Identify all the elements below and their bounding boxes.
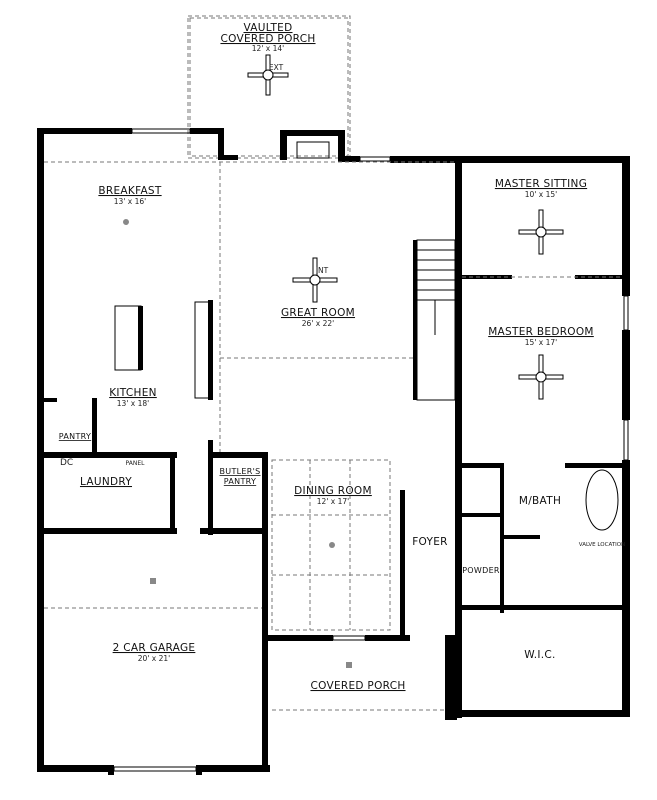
panel-note: PANEL xyxy=(126,460,146,467)
room-label: PANTRY xyxy=(59,432,91,441)
kitchen-island xyxy=(114,301,211,399)
room-label: W.I.C. xyxy=(524,649,555,661)
room-label: GREAT ROOM xyxy=(281,307,355,319)
room-dims: 15' x 17' xyxy=(525,338,557,347)
room-label: POWDER xyxy=(462,566,500,575)
room-dims: 26' x 22' xyxy=(302,319,334,328)
room-label: DINING ROOM xyxy=(294,485,372,497)
room-label: 2 CAR GARAGE xyxy=(113,642,196,654)
dc-note: DC xyxy=(60,458,73,468)
light-fixtures xyxy=(123,219,352,668)
room-label: LAUNDRY xyxy=(80,476,132,488)
walls xyxy=(37,128,630,775)
fan-note: EXT xyxy=(269,63,284,72)
room-dims: 13' x 16' xyxy=(114,197,146,206)
room-label: M/BATH xyxy=(519,495,561,507)
ceiling-fan-icon xyxy=(247,54,289,96)
fan-note: INT xyxy=(316,266,329,275)
ceiling-lines xyxy=(44,161,622,711)
ceiling-fan-icon xyxy=(518,209,564,255)
room-dims: 20' x 21' xyxy=(138,654,170,663)
ceiling-fan-icon xyxy=(292,257,338,303)
vaulted-porch-outline-inner xyxy=(189,17,349,157)
room-label: COVERED PORCH xyxy=(310,680,405,692)
room-label: BREAKFAST xyxy=(98,185,162,197)
room-label: BUTLER'S xyxy=(220,467,261,476)
room-dims: 10' x 15' xyxy=(525,190,557,199)
room-label: FOYER xyxy=(412,536,448,548)
vaulted-porch-outline xyxy=(187,15,351,159)
bathtub xyxy=(585,469,619,531)
room-label: MASTER SITTING xyxy=(495,178,587,190)
room-label: KITCHEN xyxy=(109,387,157,399)
room-label: VAULTED xyxy=(243,22,292,34)
room-label: MASTER BEDROOM xyxy=(488,326,594,338)
room-dims: 13' x 18' xyxy=(117,399,149,408)
room-dims: 12' x 17' xyxy=(317,497,349,506)
ceiling-fan-icon xyxy=(518,354,564,400)
windows xyxy=(113,128,629,772)
valve-note: VALVE LOCATION xyxy=(579,542,625,548)
room-dims: 12' x 14' xyxy=(252,44,284,53)
staircase xyxy=(416,239,456,401)
room-label: COVERED PORCH xyxy=(220,33,315,45)
room-label: PANTRY xyxy=(224,477,256,486)
